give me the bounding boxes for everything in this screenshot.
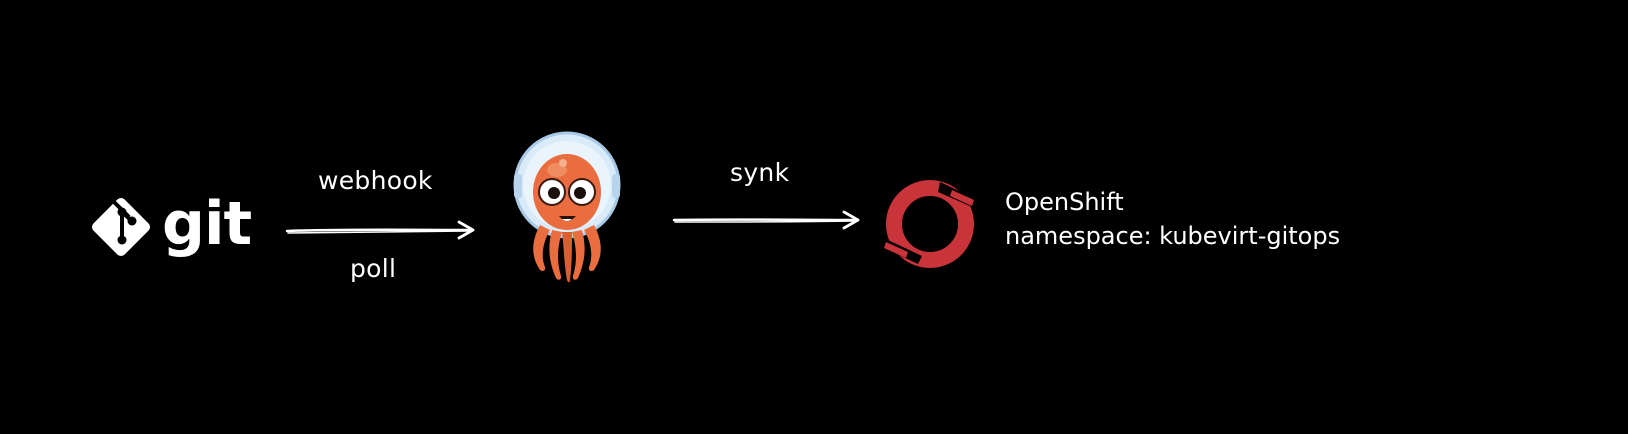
argo-octopus-astronaut-icon: [513, 131, 621, 283]
openshift-title: OpenShift: [1005, 188, 1124, 216]
edge-label-poll: poll: [350, 254, 397, 283]
git-logo: git: [86, 190, 256, 264]
arrow-git-to-argo: [285, 220, 475, 240]
openshift-ring-icon: [884, 180, 974, 268]
edge-label-synk: synk: [730, 158, 790, 187]
openshift-namespace: namespace: kubevirt-gitops: [1005, 222, 1341, 250]
git-wordmark: git: [162, 189, 252, 259]
edge-label-webhook: webhook: [318, 166, 433, 195]
git-diamond-icon: [91, 197, 151, 257]
arrow-argo-to-openshift: [672, 210, 860, 230]
